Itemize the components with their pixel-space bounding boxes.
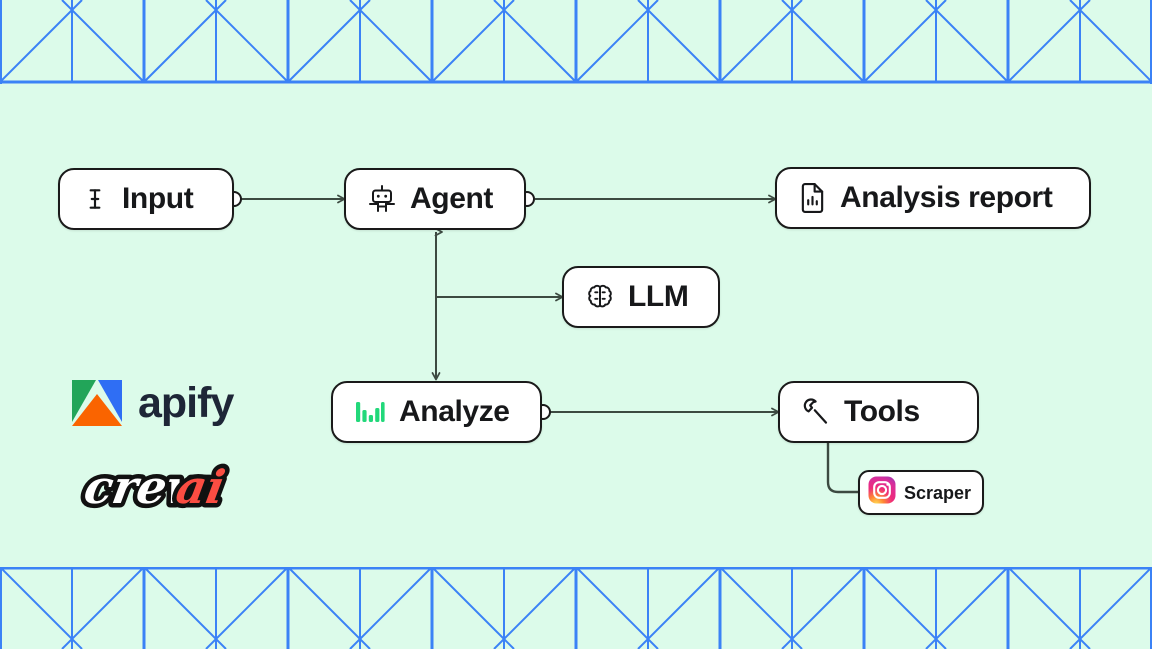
wrench-icon [802, 397, 830, 427]
node-scraper-label: Scraper [904, 482, 972, 503]
node-analyze[interactable]: Analyze [331, 381, 542, 443]
node-tools-label: Tools [844, 395, 920, 428]
node-llm[interactable]: LLM [562, 266, 720, 328]
apify-mark-icon [68, 372, 126, 435]
bar-chart-icon [355, 399, 385, 425]
node-agent-label: Agent [410, 182, 493, 215]
apify-logo: apify [68, 372, 234, 435]
edge-analyze-to-tools [535, 404, 780, 420]
edge-agent-to-analysis-report [519, 191, 777, 207]
node-tools[interactable]: Tools [778, 381, 979, 443]
node-llm-label: LLM [628, 280, 689, 313]
svg-text:crew: crew [80, 459, 213, 514]
decorative-pattern-bottom [0, 567, 1152, 649]
brain-icon [586, 283, 614, 312]
robot-icon [368, 184, 396, 214]
svg-text:crew: crew [80, 459, 213, 514]
node-agent[interactable]: Agent [344, 168, 526, 230]
edge-input-to-agent [226, 191, 346, 207]
instagram-icon [868, 476, 896, 509]
node-scraper[interactable]: Scraper [858, 470, 985, 515]
decorative-pattern-top [0, 0, 1152, 84]
document-chart-icon [799, 183, 826, 213]
node-analyze-label: Analyze [399, 395, 510, 428]
node-analysis-report[interactable]: Analysis report [775, 167, 1091, 229]
node-input[interactable]: Input [58, 168, 234, 230]
text-cursor-icon [82, 185, 108, 213]
node-analysis-report-label: Analysis report [840, 181, 1053, 214]
edge-tools-to-scraper [826, 441, 862, 494]
node-input-label: Input [122, 182, 194, 215]
crewai-logo: crew crew ai ai [74, 455, 234, 519]
svg-text:ai: ai [172, 459, 229, 514]
apify-wordmark: apify [138, 379, 234, 427]
